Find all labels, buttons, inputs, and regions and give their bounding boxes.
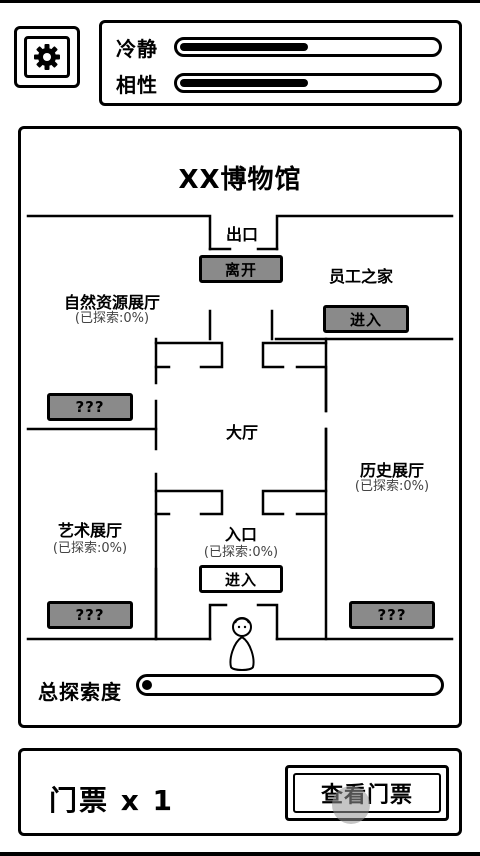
total-exploration-fill: [142, 680, 152, 690]
stats-panel: 冷静 相性: [99, 20, 462, 106]
floor-plan-walls: [26, 214, 454, 641]
staff-home-enter-button[interactable]: 进入: [323, 305, 409, 333]
museum-map-panel: XX博物馆: [18, 126, 462, 728]
entrance-label: 入口: [224, 525, 257, 544]
leave-button[interactable]: 离开: [199, 255, 283, 283]
affinity-bar-fill: [180, 79, 308, 87]
ticket-panel: 门票 x 1 查看门票: [18, 748, 462, 836]
affinity-label: 相性: [116, 72, 158, 97]
entrance-enter-button[interactable]: 进入: [199, 565, 283, 593]
calm-bar: [174, 37, 442, 57]
calm-stat: 冷静: [116, 33, 442, 61]
bottom-border: [0, 852, 480, 856]
settings-button[interactable]: [14, 26, 80, 88]
top-border: [0, 0, 480, 3]
art-hall-explored: (已探索:0%): [52, 541, 128, 556]
gear-icon: [24, 36, 70, 78]
touch-indicator: [332, 786, 370, 824]
art-hall-label: 艺术展厅: [57, 521, 122, 540]
lobby-label: 大厅: [225, 423, 258, 442]
nature-hall-label: 自然资源展厅: [63, 293, 160, 312]
exit-label: 出口: [225, 225, 258, 244]
art-hall-button[interactable]: ???: [47, 601, 133, 629]
player-character-icon: [229, 617, 255, 671]
view-ticket-button[interactable]: 查看门票: [285, 765, 449, 821]
history-hall-button[interactable]: ???: [349, 601, 435, 629]
nature-hall-button[interactable]: ???: [47, 393, 133, 421]
map-title: XX博物馆: [178, 165, 302, 195]
history-hall-label: 历史展厅: [359, 461, 424, 480]
calm-bar-fill: [180, 43, 308, 51]
affinity-stat: 相性: [116, 69, 442, 97]
calm-label: 冷静: [116, 36, 158, 61]
total-exploration-label: 总探索度: [38, 680, 122, 704]
affinity-bar: [174, 73, 442, 93]
total-exploration-bar: [136, 674, 444, 696]
staff-home-label: 员工之家: [328, 267, 393, 286]
entrance-explored: (已探索:0%): [203, 545, 279, 560]
nature-hall-explored: (已探索:0%): [74, 311, 150, 326]
ticket-count: 门票 x 1: [49, 784, 175, 817]
history-hall-explored: (已探索:0%): [354, 479, 430, 494]
